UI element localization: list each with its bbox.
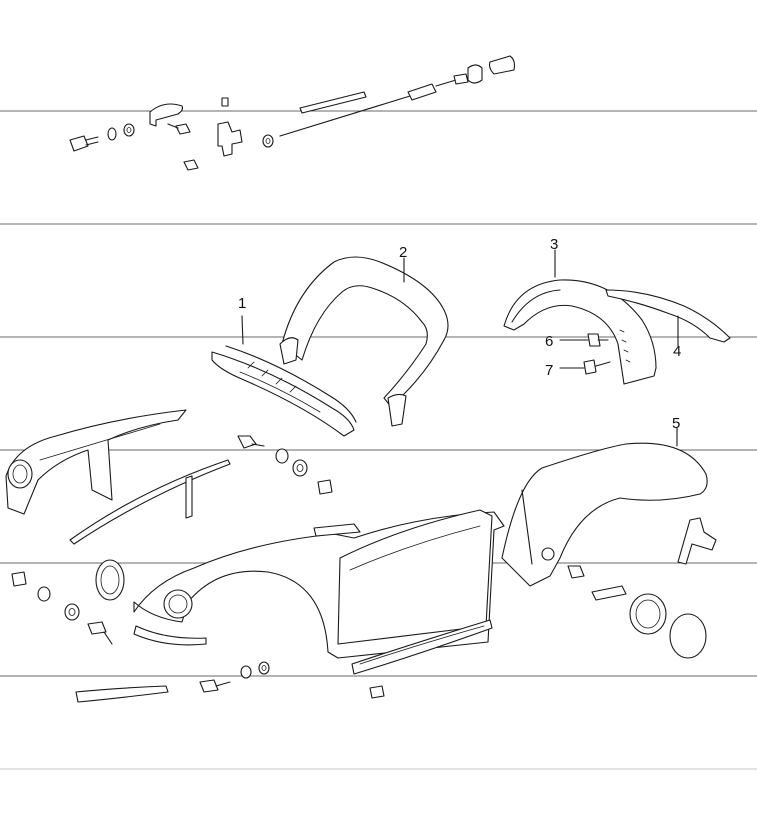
callout-4: 4 xyxy=(673,343,681,360)
part-4-trim-strip xyxy=(605,289,731,347)
callout-5: 5 xyxy=(672,415,680,432)
callout-labels: 1 2 3 4 5 6 7 xyxy=(238,236,681,432)
callout-6: 6 xyxy=(545,333,553,350)
fender-trim-strip xyxy=(69,459,231,545)
part-6-screw xyxy=(559,333,609,347)
rear-hardware xyxy=(567,517,717,659)
grid-rules xyxy=(0,110,757,770)
callout-1: 1 xyxy=(238,295,246,312)
part-3-rear-arch-panel xyxy=(503,249,657,385)
part-1-windshield-cowl xyxy=(211,315,357,437)
front-fender xyxy=(5,409,187,515)
fender-hardware xyxy=(237,435,333,495)
hood-latch-assembly xyxy=(69,55,516,171)
part-5-rear-quarter xyxy=(501,427,708,587)
body-shell xyxy=(133,509,505,659)
callout-2: 2 xyxy=(399,244,407,261)
part-7-screw xyxy=(559,359,611,375)
callout-3: 3 xyxy=(550,236,558,253)
part-2-windshield-frame xyxy=(279,256,449,427)
lower-hardware xyxy=(11,559,493,703)
callout-7: 7 xyxy=(545,362,553,379)
